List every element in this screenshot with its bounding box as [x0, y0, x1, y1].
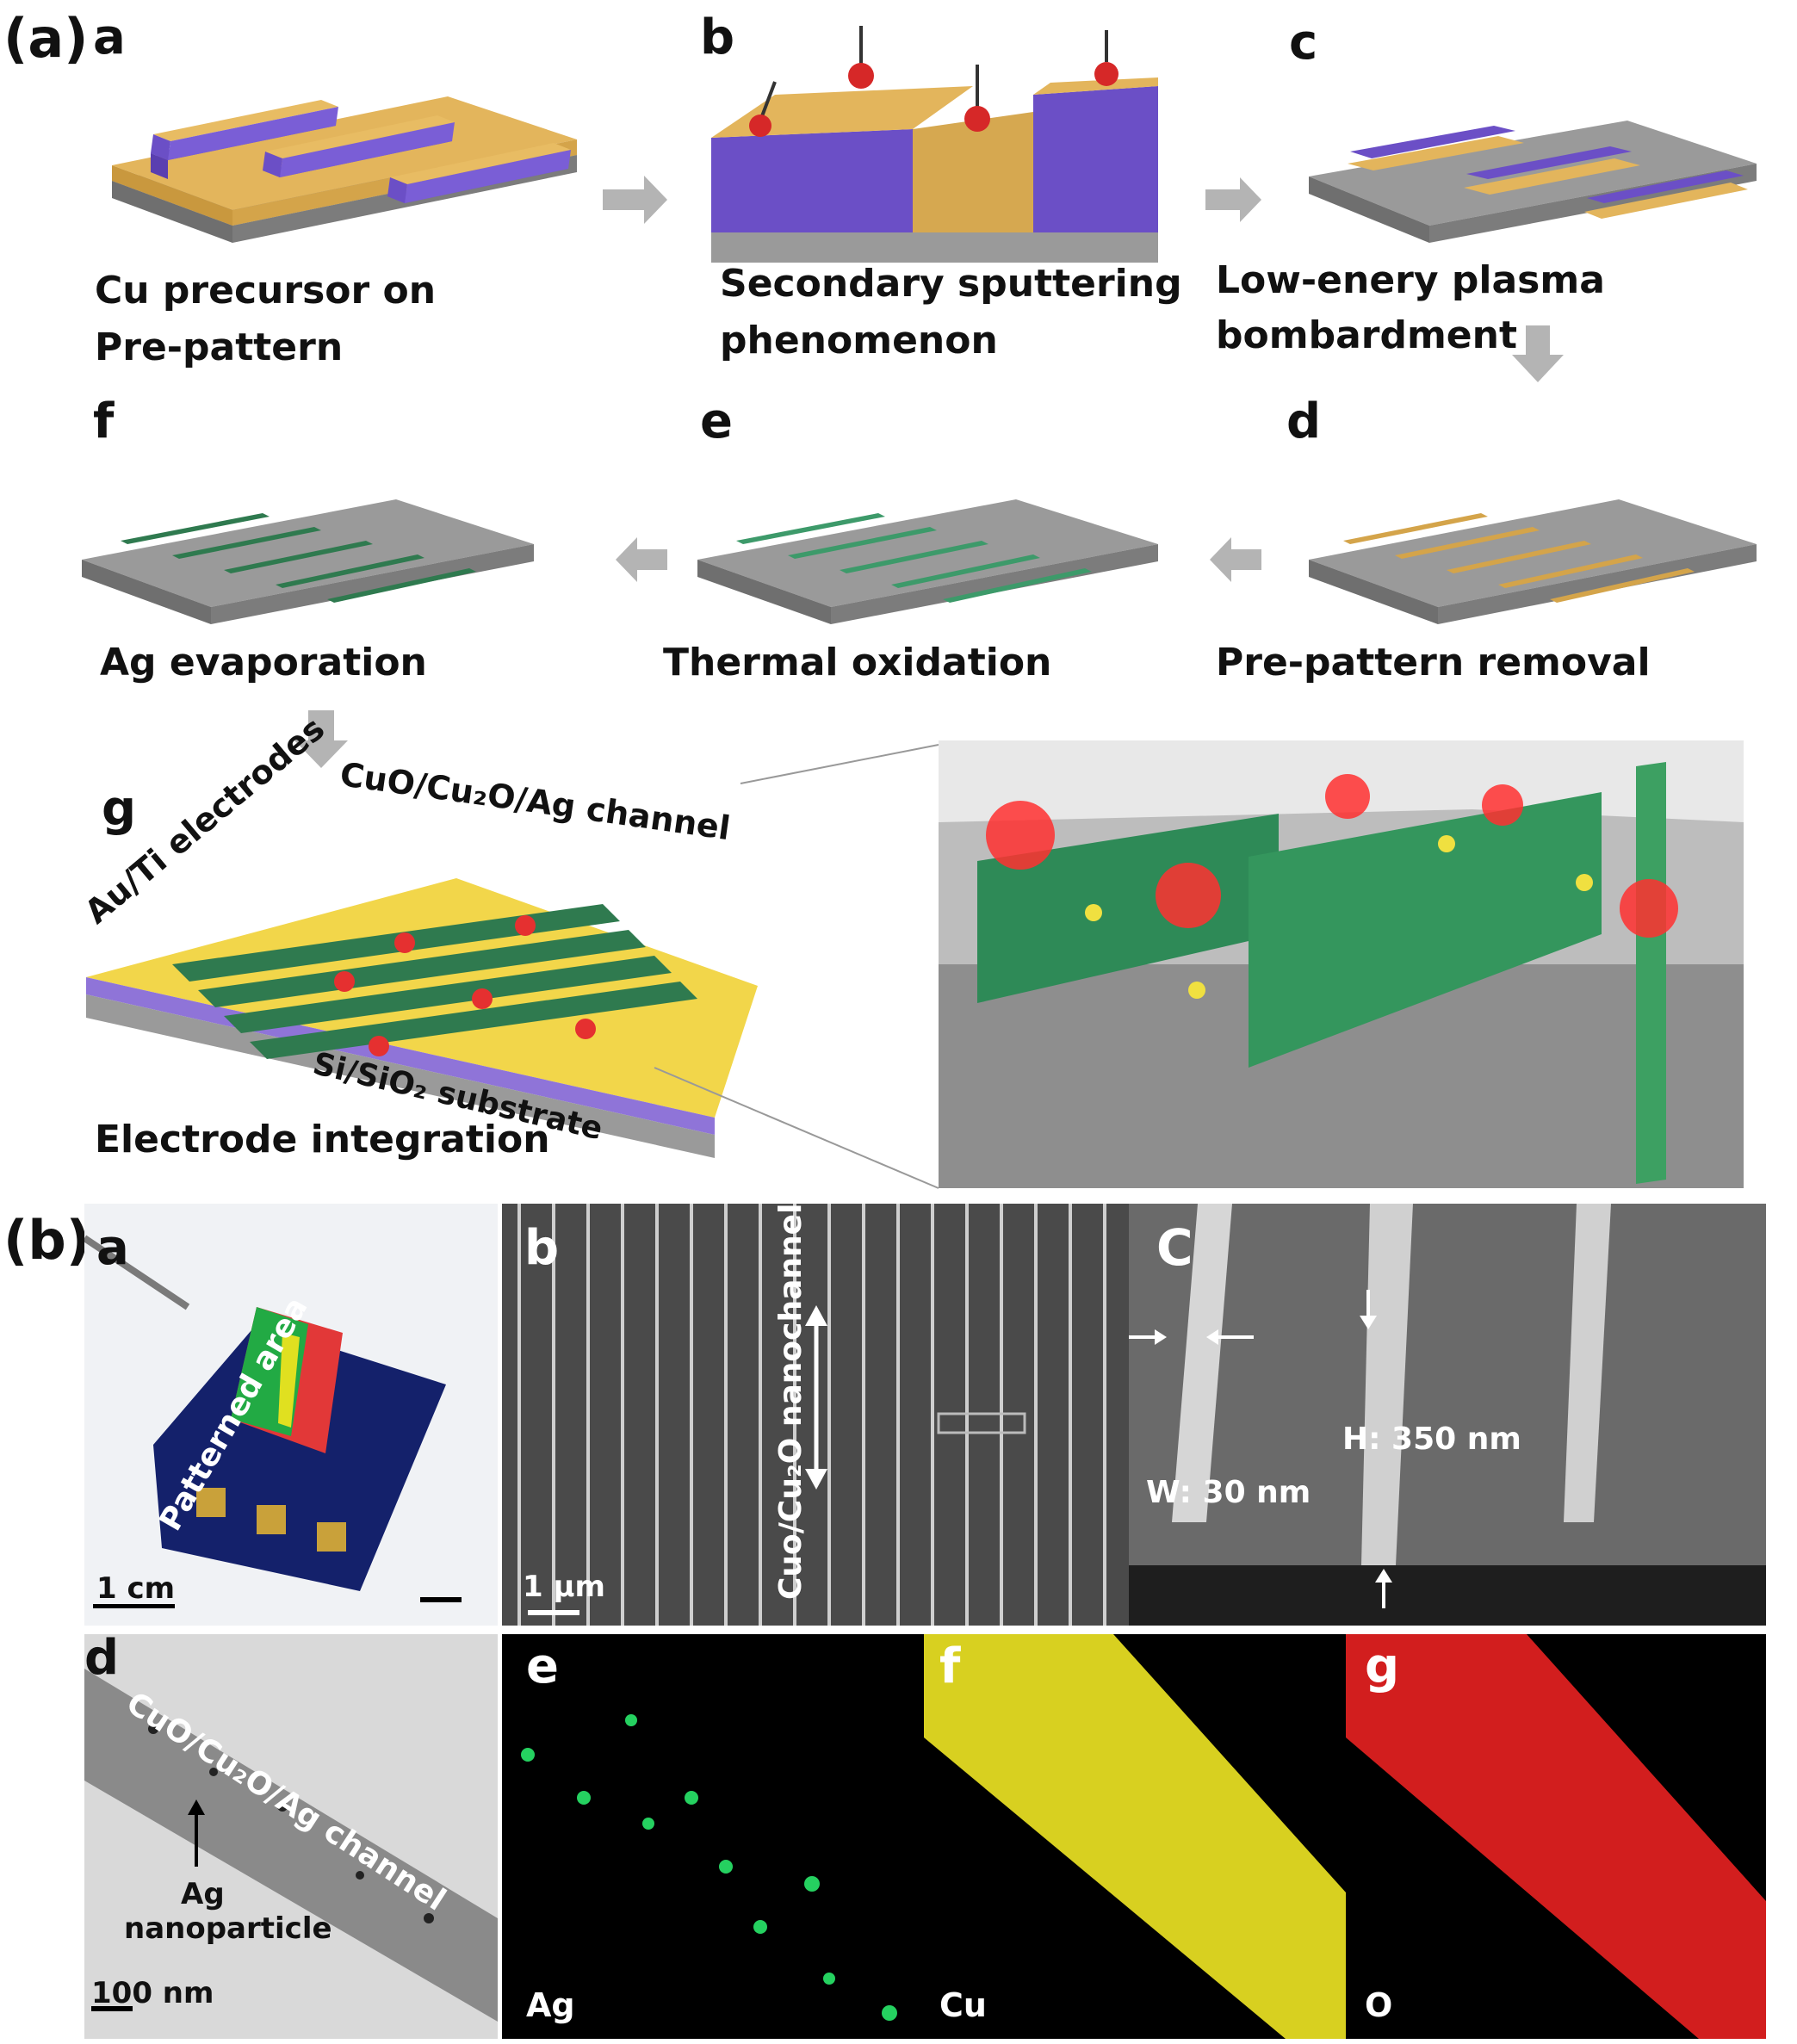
step-e-illustration [697, 499, 1158, 624]
step-c-caption-2: bombardment [1216, 313, 1518, 357]
step-d-letter: d [1286, 393, 1322, 449]
step-f-illustration [82, 499, 534, 624]
step-b-illustration [711, 26, 1158, 263]
process-arrows [294, 176, 1564, 768]
height-label: H: 350 nm [1342, 1422, 1521, 1457]
sem-tilted-letter: C [1156, 1218, 1193, 1277]
step-a-caption: Cu precursor on [95, 269, 437, 313]
step-f-caption: Ag evaporation [100, 641, 427, 684]
step-g-letter: g [102, 781, 137, 837]
step-c-caption: Low-enery plasma [1216, 258, 1605, 302]
nanochannel-label: Cuo/Cu₂O nanochannel [773, 1204, 809, 1600]
eds-cu-map: f Cu [924, 1634, 1346, 2039]
sem-top-scale: 1 μm [523, 1570, 605, 1604]
step-d-caption: Pre-pattern removal [1216, 641, 1651, 684]
step-d-illustration [1309, 499, 1757, 624]
particle-label-2: nanoparticle [124, 1911, 332, 1946]
step-b-caption-2: phenomenon [720, 319, 998, 362]
step-c-illustration [1309, 121, 1757, 243]
eds-ag-dots [521, 1714, 897, 2021]
width-label: W: 30 nm [1146, 1475, 1311, 1510]
photo-scale: 1 cm [96, 1571, 176, 1606]
sem-tilted-walls [1129, 1204, 1766, 1626]
step-b-letter: b [700, 9, 735, 65]
step-e-letter: e [700, 393, 733, 449]
zoom-render [939, 740, 1744, 1188]
device-photo: a Patterned area 1 cm [84, 1204, 498, 1626]
eds-cu-letter: f [939, 1638, 961, 1694]
device-photo-drawing [84, 1235, 462, 1608]
tem-channel [84, 1669, 498, 2022]
step-a-caption-2: Pre-pattern [95, 325, 344, 369]
panel-a-tag: (a) [3, 7, 89, 70]
step-b-caption: Secondary sputtering [720, 262, 1182, 306]
tem-letter: d [84, 1634, 120, 1686]
step-a-illustration [112, 96, 577, 243]
tem-image: d CuO/Cu₂O/Ag channel Ag nanoparticle 10… [84, 1634, 498, 2039]
photo-letter: a [96, 1220, 129, 1276]
step-a-letter: a [93, 9, 126, 65]
panel-b-tag: (b) [3, 1209, 91, 1272]
step-c-letter: c [1289, 15, 1318, 71]
particle-label-1: Ag [181, 1877, 225, 1911]
eds-cu-band [924, 1634, 1346, 2039]
tem-scale: 100 nm [91, 1976, 214, 2010]
sem-top-view: b Cuo/Cu₂O nanochannel 1 μm [502, 1204, 1129, 1626]
device-illustration [86, 744, 939, 1189]
step-e-caption: Thermal oxidation [663, 641, 1052, 684]
eds-ag-map: e Ag [502, 1634, 924, 2039]
eds-ag-element: Ag [526, 1986, 575, 2024]
eds-o-letter: g [1365, 1638, 1400, 1694]
eds-o-band [1346, 1634, 1766, 2039]
eds-cu-element: Cu [939, 1986, 987, 2024]
step-f-letter: f [93, 393, 115, 449]
eds-o-map: g O [1346, 1634, 1766, 2039]
zoom-render-drawing [939, 762, 1744, 1188]
eds-o-element: O [1365, 1986, 1393, 2024]
sem-tilted-view: C W: 30 nm H: 350 nm [1129, 1204, 1766, 1626]
sem-top-lines [517, 1204, 1106, 1626]
eds-ag-letter: e [526, 1638, 559, 1694]
sem-top-letter: b [524, 1220, 560, 1276]
device-caption: Electrode integration [95, 1118, 550, 1161]
